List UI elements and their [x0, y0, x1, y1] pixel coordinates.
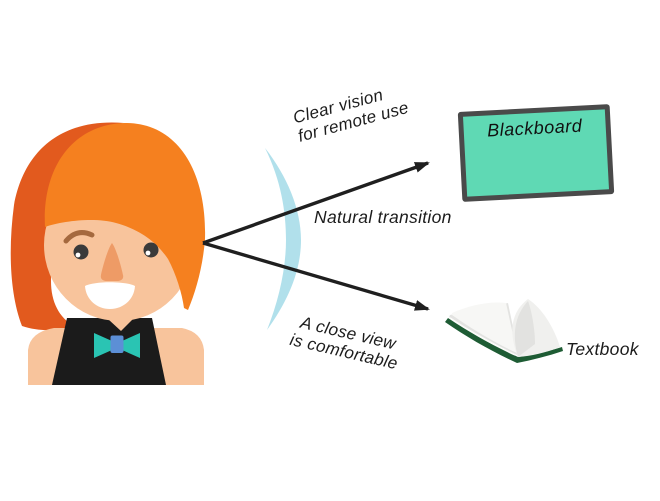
bow-left-wing: [94, 333, 112, 358]
eyebrow: [63, 230, 95, 244]
book-page-edge: [449, 317, 516, 356]
black-top: [52, 318, 166, 385]
back-hair: [10, 122, 125, 331]
left-eye: [73, 244, 89, 260]
lens-icon: [265, 148, 301, 330]
right-eye: [143, 242, 159, 258]
blackboard-label: Blackboard: [486, 115, 583, 141]
open-book-icon: [445, 299, 563, 363]
book-right-page-fold: [514, 301, 535, 357]
nose: [100, 243, 124, 281]
left-eye-highlight: [75, 252, 81, 258]
right-eye-highlight: [145, 250, 151, 256]
bow-right-wing: [122, 333, 140, 358]
front-hair: [44, 122, 206, 311]
book-left-page: [452, 302, 517, 353]
mouth: [85, 282, 135, 309]
middle-ray-label: Natural transition: [314, 207, 452, 227]
bow-center: [110, 335, 124, 353]
woman-illustration: [10, 122, 206, 385]
bow-tie: [94, 333, 140, 358]
vision-arrow-lower: [202, 241, 430, 311]
book-cover: [445, 318, 563, 363]
vision-arrow-upper: [202, 161, 430, 245]
textbook-label: Textbook: [566, 339, 639, 359]
blackboard: Blackboard: [457, 104, 615, 202]
